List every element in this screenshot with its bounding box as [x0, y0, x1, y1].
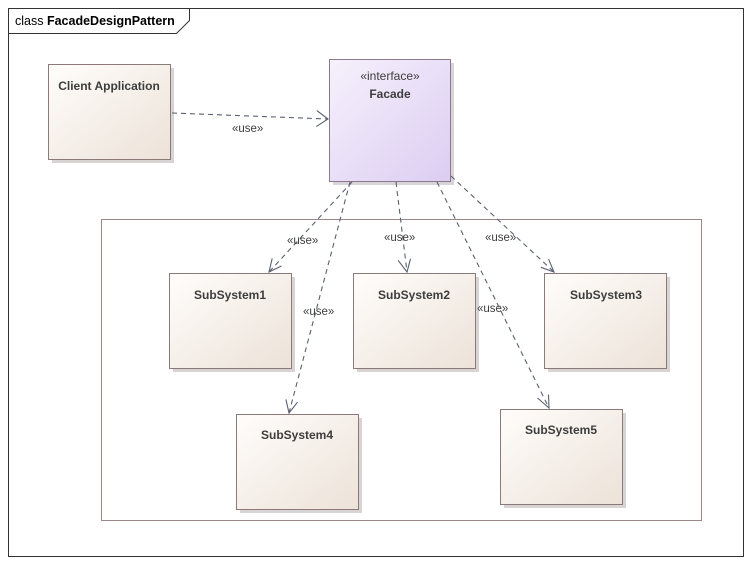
- facade-stereotype: «interface»: [360, 69, 420, 83]
- connector-facade-subsystem2[interactable]: [395, 181, 408, 273]
- facade-name: Facade: [369, 87, 411, 101]
- frame-title: class FacadeDesignPattern: [15, 14, 175, 28]
- connector-facade-subsystem3[interactable]: [450, 175, 555, 273]
- facade-interface[interactable]: «interface» Facade: [329, 59, 455, 186]
- frame-title-name: FacadeDesignPattern: [47, 14, 175, 28]
- label-client-facade: «use»: [232, 123, 263, 135]
- subsystem1-name: SubSystem1: [194, 288, 266, 302]
- subsystem3-class[interactable]: SubSystem3: [544, 273, 671, 373]
- diagram-frame: class FacadeDesignPattern: [8, 8, 744, 557]
- arrowhead-subsystem1: [268, 258, 282, 273]
- subsystem5-name: SubSystem5: [525, 423, 597, 437]
- frame-title-keyword: class: [15, 14, 43, 28]
- client-application-name: Client Application: [58, 79, 160, 93]
- subsystem4-class[interactable]: SubSystem4: [236, 414, 363, 514]
- subsystem2-class[interactable]: SubSystem2: [353, 273, 480, 373]
- arrowhead-subsystem3: [540, 258, 555, 273]
- arrowhead-subsystem5: [537, 394, 550, 410]
- label-facade-subsystem4: «use»: [303, 306, 334, 318]
- subsystem4-name: SubSystem4: [261, 428, 333, 442]
- label-facade-subsystem2: «use»: [384, 232, 415, 244]
- label-facade-subsystem3: «use»: [485, 232, 516, 244]
- subsystem1-class[interactable]: SubSystem1: [169, 273, 296, 373]
- label-facade-subsystem5: «use»: [477, 303, 508, 315]
- connector-facade-subsystem1[interactable]: [268, 181, 353, 273]
- arrowhead-client-facade: [316, 110, 329, 128]
- client-application-class[interactable]: Client Application: [48, 64, 175, 164]
- arrowhead-subsystem4: [285, 399, 298, 415]
- subsystem2-name: SubSystem2: [378, 288, 450, 302]
- connector-client-facade[interactable]: [171, 112, 329, 120]
- subsystem3-name: SubSystem3: [570, 288, 642, 302]
- connector-facade-subsystem4[interactable]: [288, 181, 351, 414]
- subsystem5-class[interactable]: SubSystem5: [500, 409, 627, 509]
- label-facade-subsystem1: «use»: [287, 235, 318, 247]
- connector-facade-subsystem5[interactable]: [436, 181, 550, 409]
- arrowhead-subsystem2: [397, 258, 412, 274]
